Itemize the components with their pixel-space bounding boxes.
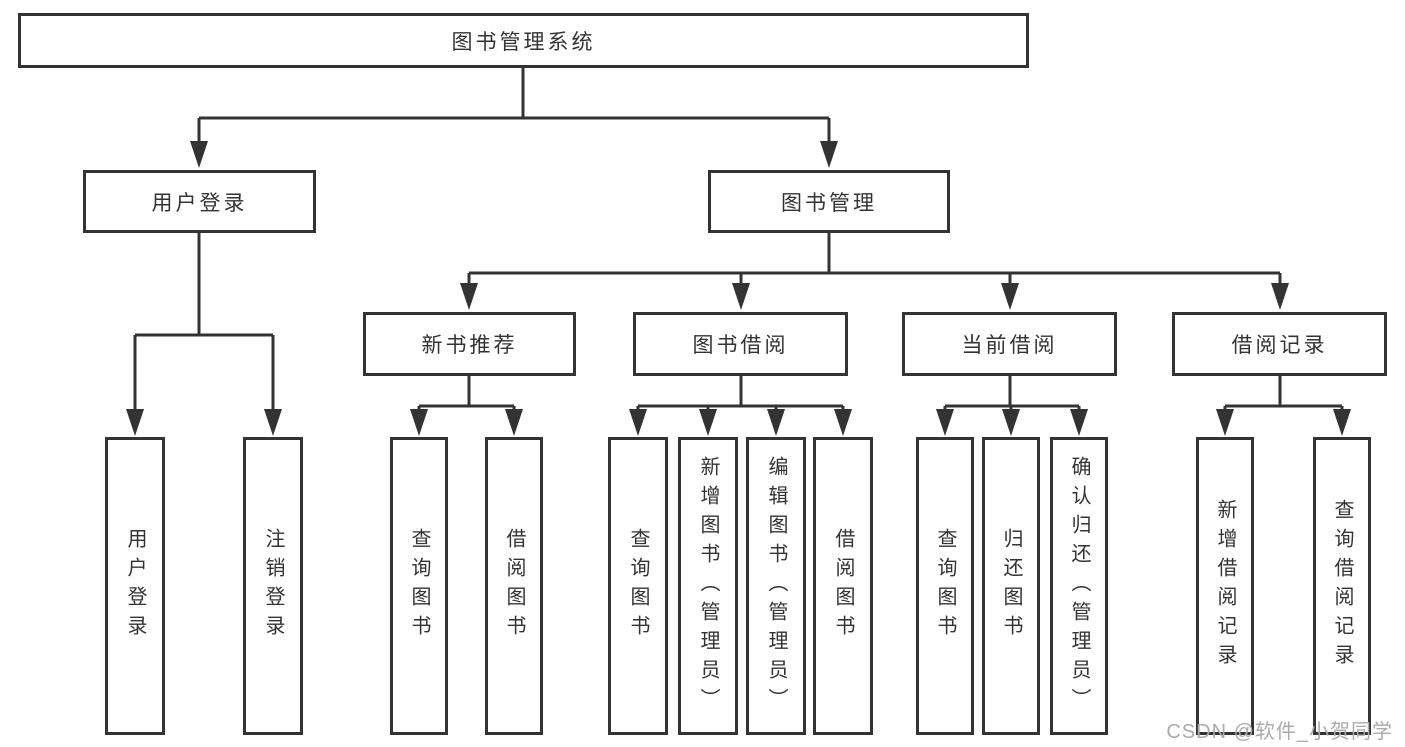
arrow-down-icon: [264, 409, 282, 436]
leaf-borrow-books-recommend: 借阅图书: [485, 437, 543, 735]
arrow-down-icon: [820, 141, 838, 168]
node-book-borrowing: 图书借阅: [633, 312, 848, 376]
leaf-user-login: 用户登录: [105, 437, 165, 735]
node-book-management: 图书管理: [708, 170, 950, 233]
arrow-down-icon: [1216, 409, 1234, 436]
node-library-management-system: 图书管理系统: [18, 13, 1029, 68]
connector-book-mgmt: [467, 233, 1282, 286]
leaf-add-borrow-record: 新增借阅记录: [1196, 437, 1254, 735]
arrow-down-icon: [1333, 409, 1351, 436]
arrow-down-icon: [699, 409, 717, 436]
connector-current-borrow: [943, 375, 1081, 412]
arrow-down-icon: [1001, 283, 1019, 310]
arrow-down-icon: [936, 409, 954, 436]
leaf-query-books-current: 查询图书: [916, 437, 974, 735]
leaf-query-books-recommend: 查询图书: [390, 437, 448, 735]
leaf-borrow-books: 借阅图书: [813, 437, 873, 735]
connector-borrow-records: [1223, 375, 1344, 412]
arrow-down-icon: [767, 409, 785, 436]
arrow-down-icon: [732, 283, 750, 310]
node-current-borrowing: 当前借阅: [902, 312, 1117, 376]
arrow-down-icon: [1271, 283, 1289, 310]
csdn-watermark: CSDN @软件_小贺同学: [1166, 721, 1393, 743]
arrow-down-icon: [505, 409, 523, 436]
arrow-down-icon: [410, 409, 428, 436]
leaf-query-books-borrow: 查询图书: [608, 437, 668, 735]
node-new-book-recommend: 新书推荐: [363, 312, 576, 376]
leaf-return-books: 归还图书: [982, 437, 1040, 735]
arrow-down-icon: [834, 409, 852, 436]
connector-user-login: [133, 233, 275, 410]
arrow-down-icons: [126, 141, 1351, 436]
arrow-down-icon: [629, 409, 647, 436]
leaf-confirm-return-admin: 确认归还（管理员）: [1050, 437, 1108, 735]
leaf-logout: 注销登录: [243, 437, 303, 735]
node-user-login: 用户登录: [83, 170, 316, 233]
leaf-query-borrow-record: 查询借阅记录: [1313, 437, 1371, 735]
arrow-down-icon: [460, 283, 478, 310]
leaf-add-book-admin: 新增图书（管理员）: [678, 437, 738, 735]
arrow-down-icon: [1002, 409, 1020, 436]
arrow-down-icon: [1070, 409, 1088, 436]
connector-book-borrow: [636, 375, 845, 412]
arrow-down-icon: [190, 141, 208, 168]
connector-root: [197, 68, 831, 144]
leaf-edit-book-admin: 编辑图书（管理员）: [746, 437, 806, 735]
arrow-down-icon: [126, 409, 144, 436]
connector-new-book-rec: [417, 375, 516, 412]
node-borrowing-records: 借阅记录: [1172, 312, 1387, 376]
